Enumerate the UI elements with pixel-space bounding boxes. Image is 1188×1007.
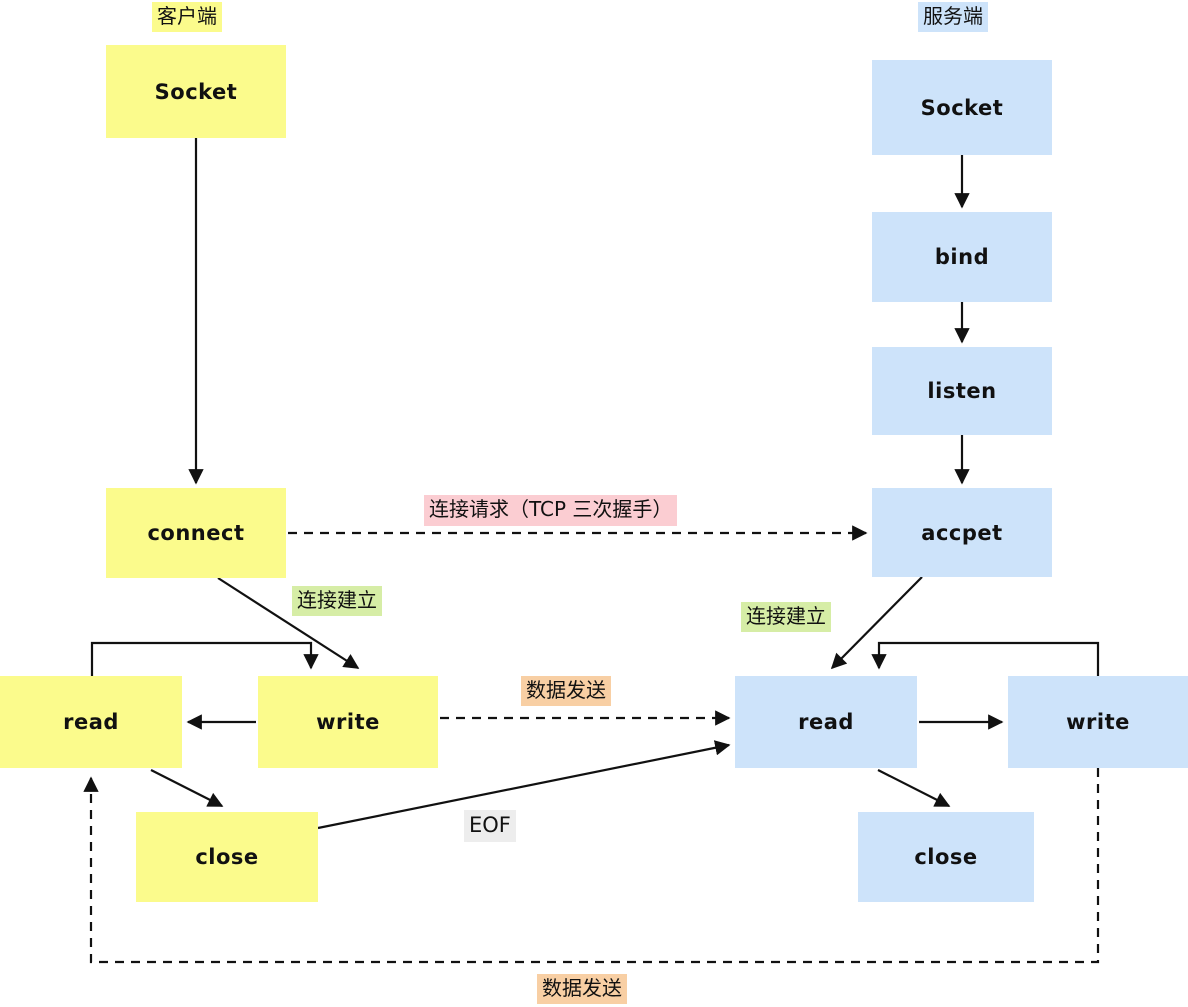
label-connection-established-server: 连接建立 xyxy=(741,602,831,632)
edge-client-read-loop-write xyxy=(90,641,319,676)
node-server-accept[interactable]: accpet xyxy=(872,488,1052,577)
node-client-close[interactable]: close xyxy=(136,812,318,902)
label-text: 连接请求（TCP 三次握手） xyxy=(429,497,673,521)
node-server-bind[interactable]: bind xyxy=(872,212,1052,302)
node-client-connect[interactable]: connect xyxy=(106,488,286,578)
label-text: 数据发送 xyxy=(542,975,622,1000)
node-label: Socket xyxy=(920,95,1004,120)
node-client-read[interactable]: read xyxy=(0,676,182,768)
node-label: Socket xyxy=(154,79,238,104)
label-server-header: 服务端 xyxy=(918,2,988,32)
label-client-header: 客户端 xyxy=(152,2,222,32)
edge-server-read-to-close xyxy=(877,769,951,807)
label-data-send-middle: 数据发送 xyxy=(521,676,611,706)
label-text: 客户端 xyxy=(157,3,217,28)
node-label: close xyxy=(195,845,259,869)
label-eof: EOF xyxy=(464,810,516,842)
node-client-write[interactable]: write xyxy=(258,676,438,768)
node-server-listen[interactable]: listen xyxy=(872,347,1052,435)
node-label: read xyxy=(798,710,854,734)
node-label: write xyxy=(1066,710,1130,734)
node-label: close xyxy=(914,845,978,869)
edge-accept-to-read xyxy=(830,576,923,670)
node-server-write[interactable]: write xyxy=(1008,676,1188,768)
node-server-socket[interactable]: Socket xyxy=(872,60,1052,155)
label-text: 数据发送 xyxy=(526,677,606,702)
node-label: bind xyxy=(934,245,990,269)
label-text: 连接建立 xyxy=(746,603,826,628)
label-data-send-bottom: 数据发送 xyxy=(537,974,627,1004)
edge-client-read-to-close xyxy=(150,769,224,807)
node-label: connect xyxy=(147,521,245,545)
label-handshake: 连接请求（TCP 三次握手） xyxy=(424,495,678,526)
label-connection-established-client: 连接建立 xyxy=(292,586,382,616)
edge-server-write-loop-read xyxy=(871,641,1100,676)
node-client-socket[interactable]: Socket xyxy=(106,45,286,138)
label-text: EOF xyxy=(469,812,511,837)
label-text: 服务端 xyxy=(923,3,983,28)
label-text: 连接建立 xyxy=(297,587,377,612)
node-label: accpet xyxy=(921,520,1003,545)
node-label: read xyxy=(63,710,119,734)
node-label: write xyxy=(316,710,380,734)
node-label: listen xyxy=(927,379,997,403)
node-server-read[interactable]: read xyxy=(735,676,917,768)
node-server-close[interactable]: close xyxy=(858,812,1034,902)
